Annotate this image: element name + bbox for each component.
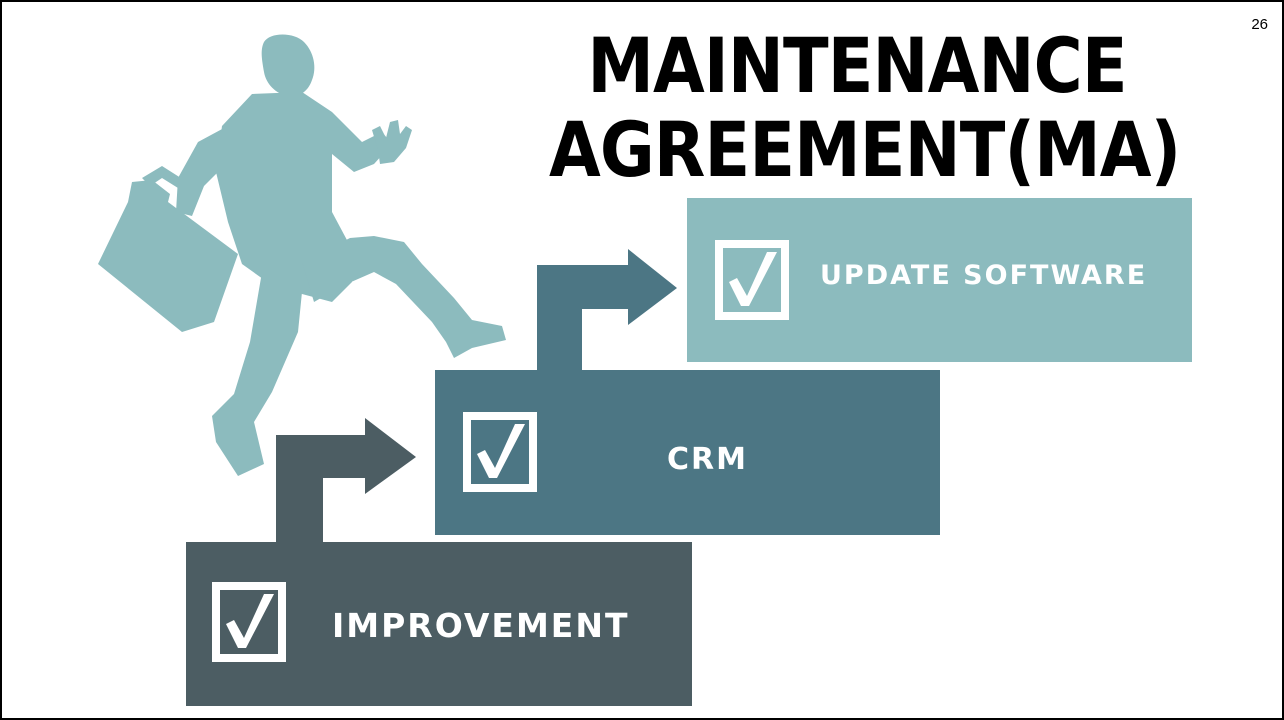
step-improvement: IMPROVEMENT bbox=[186, 542, 692, 706]
slide-title: MAINTENANCE AGREEMENT(MA) bbox=[549, 21, 1181, 194]
up-right-arrow-icon bbox=[276, 418, 416, 542]
checkbox-checked-icon bbox=[212, 582, 286, 662]
step-label-update-software: UPDATE SOFTWARE bbox=[820, 260, 1148, 291]
checkbox-checked-icon bbox=[463, 412, 537, 492]
step-label-improvement: IMPROVEMENT bbox=[332, 606, 630, 645]
businessman-climbing-icon bbox=[98, 34, 506, 476]
up-right-arrow-icon bbox=[537, 249, 677, 370]
page-number: 26 bbox=[1251, 16, 1268, 33]
step-label-crm: CRM bbox=[667, 442, 748, 477]
step-update-software: UPDATE SOFTWARE bbox=[687, 198, 1192, 362]
title-line-2: AGREEMENT(MA) bbox=[549, 105, 1181, 194]
step-crm: CRM bbox=[435, 370, 940, 535]
checkbox-checked-icon bbox=[715, 240, 789, 320]
title-line-1: MAINTENANCE bbox=[587, 21, 1127, 110]
